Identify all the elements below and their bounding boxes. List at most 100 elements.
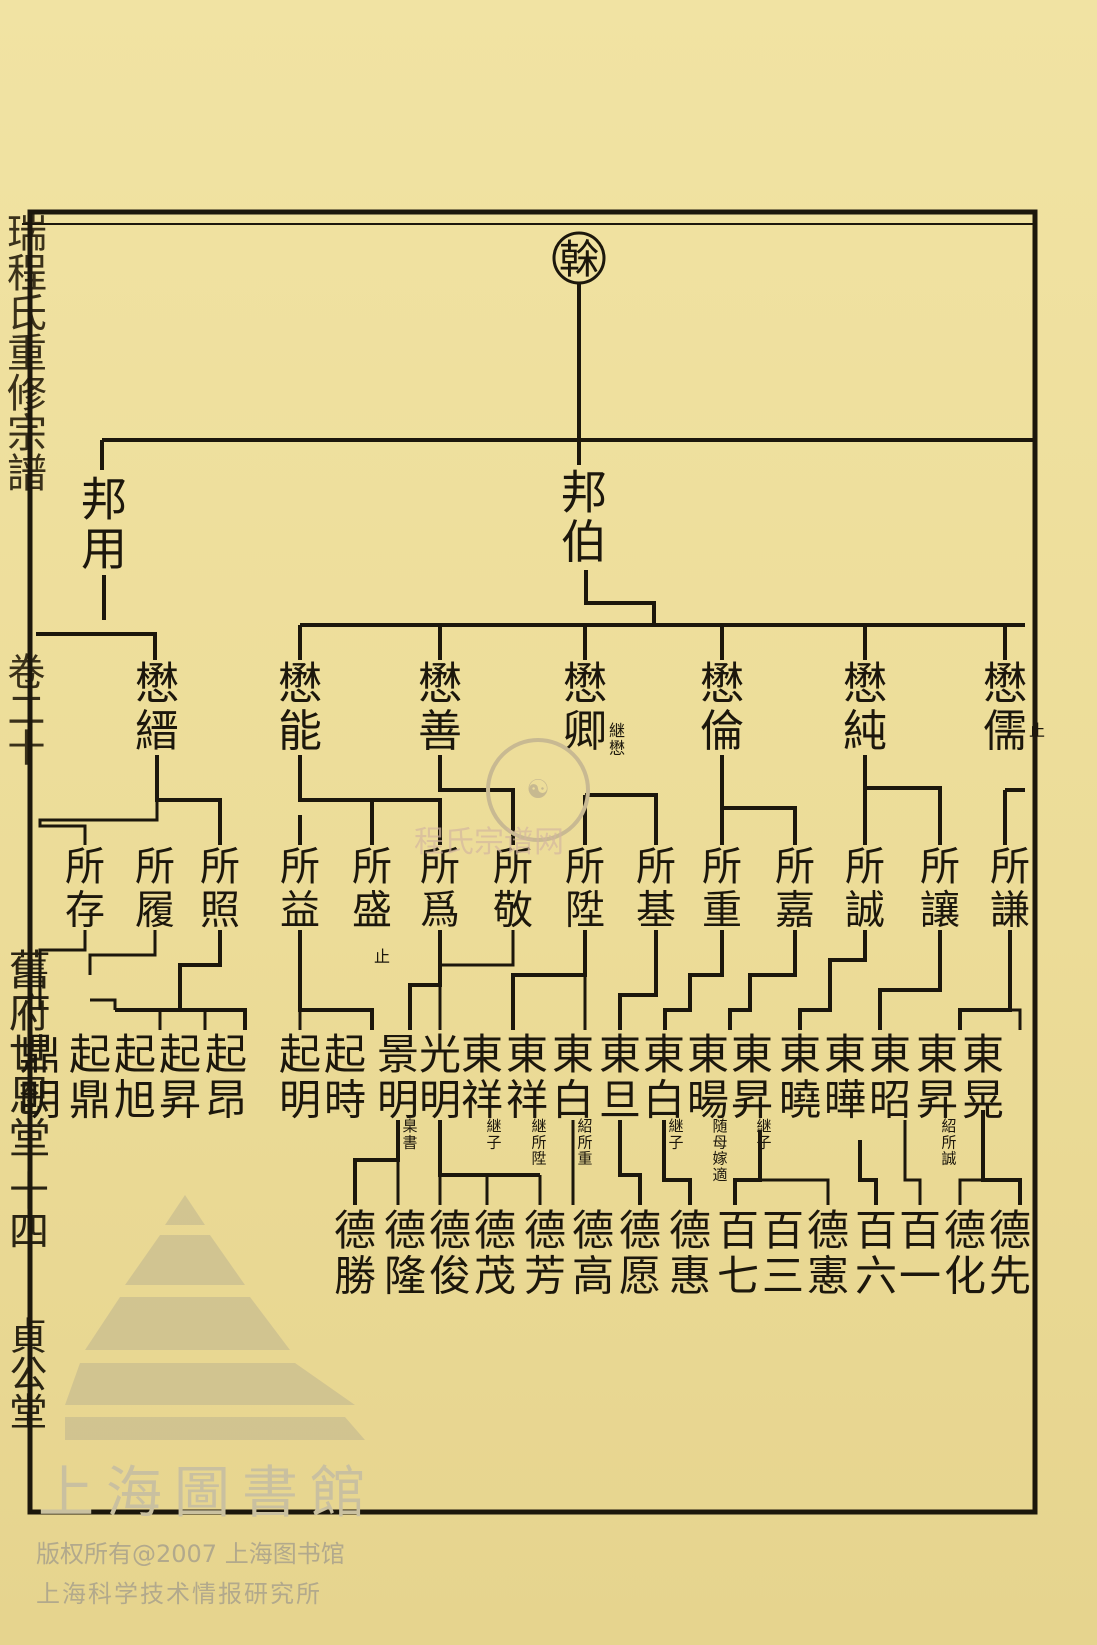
gen5-name: 隆: [384, 1251, 426, 1300]
copyright-text: 版权所有@2007 上海图书馆: [36, 1540, 345, 1568]
gen3-name: 益: [280, 887, 320, 933]
gen5-name: 芳: [524, 1251, 566, 1300]
gen4-name: 白: [643, 1075, 685, 1124]
gen3-name: 所: [636, 844, 676, 890]
gen4-name: 曄: [824, 1075, 866, 1124]
gen3-name: 敬: [493, 887, 533, 933]
gen2-name: 懋: [700, 659, 744, 710]
gen1-name: 伯: [561, 515, 607, 569]
root-circle: [552, 231, 606, 285]
gen4-name: 祥: [506, 1075, 548, 1124]
gen5-name: 化: [944, 1251, 986, 1300]
lineage-line: [618, 1120, 642, 1205]
gen4-name: 東: [824, 1030, 866, 1079]
lineage-line: [981, 1110, 1022, 1205]
gen5-name: 百: [899, 1206, 941, 1255]
gen5-name: 百: [762, 1206, 804, 1255]
gen5-name: 德: [334, 1206, 376, 1255]
lineage-line: [1010, 1008, 1022, 1030]
book-title: 瑞程氏重修宗譜: [0, 212, 46, 492]
gen4-name: 東: [869, 1030, 911, 1079]
gen4-name: 起: [279, 1030, 321, 1079]
institute-text: 上海科学技术情报研究所: [36, 1580, 322, 1608]
annotation-text: 臬: [402, 1117, 417, 1135]
gen4-name: 東: [731, 1030, 773, 1079]
lineage-line: [798, 930, 867, 1030]
gen4-name: 鼎: [19, 1030, 61, 1079]
gen3-name: 所: [135, 844, 175, 890]
gen4-name: 明: [377, 1075, 419, 1124]
gen2-name: 懋: [418, 659, 462, 710]
lineage-line: [408, 930, 442, 1030]
annotation-text: 陞: [531, 1150, 546, 1168]
gen1-name: 邦: [81, 472, 127, 526]
gen3-name: 基: [636, 887, 676, 933]
gen5-name: 德: [669, 1206, 711, 1255]
lineage-line: [958, 930, 1012, 1030]
annotation-text: 適: [712, 1166, 727, 1184]
lineage-line: [353, 1120, 400, 1205]
lineage-line: [903, 1120, 922, 1205]
gen5-name: 德: [474, 1206, 516, 1255]
lineage-line: [863, 755, 942, 845]
gen4-name: 起: [114, 1030, 156, 1079]
gen5-name: 愿: [619, 1251, 661, 1300]
gen3-name: 嘉: [775, 887, 815, 933]
lineage-line: [858, 1140, 878, 1205]
lineage-line: [720, 755, 797, 845]
lineage-line: [372, 798, 442, 845]
annotation-text: 随: [712, 1117, 727, 1135]
gen3-name: 所: [280, 844, 320, 890]
gen4-name: 東: [916, 1030, 958, 1079]
gen3-name: 照: [200, 887, 240, 933]
gen1-name: 用: [81, 522, 127, 576]
seal-text: 程氏宗谱网: [414, 825, 564, 860]
annotation-text: 継: [668, 1117, 683, 1135]
gen5-name: 七: [717, 1251, 759, 1300]
annotation-text: 嫁: [712, 1150, 727, 1168]
gen5-name: 三: [762, 1251, 804, 1300]
gen5-name: 德: [619, 1206, 661, 1255]
gen5-name: 六: [855, 1251, 897, 1300]
gen2-name: 倫: [700, 706, 744, 757]
gen3-name: 所: [775, 844, 815, 890]
gen5-name: 德: [384, 1206, 426, 1255]
lineage-line: [584, 570, 656, 625]
gen5-name: 一: [899, 1251, 941, 1300]
gen4-name: 昇: [731, 1075, 773, 1124]
gen3-name: 所: [352, 844, 392, 890]
gen4-name: 東: [643, 1030, 685, 1079]
lineage-line: [728, 930, 797, 1030]
gen3-name: 重: [702, 887, 742, 933]
lineage-line: [585, 793, 658, 845]
gen2-name: 懋: [843, 659, 887, 710]
lineage-line: [298, 930, 374, 1030]
annotation-text: 所: [577, 1133, 592, 1151]
gen4-name: 東: [962, 1030, 1004, 1079]
gen4-name: 明: [19, 1075, 61, 1124]
gen5-name: 德: [944, 1206, 986, 1255]
lineage-line: [38, 780, 159, 845]
gen5-name: 茂: [474, 1251, 516, 1300]
gen3-name: 履: [135, 887, 175, 933]
gen3-name: 讓: [920, 887, 960, 933]
gen3-name: 所: [702, 844, 742, 890]
lineage-line: [115, 1008, 247, 1030]
root-name: 榦: [559, 237, 599, 283]
annotation-text: 子: [668, 1133, 683, 1151]
lineage-line: [662, 1120, 692, 1205]
gen4-name: 明: [279, 1075, 321, 1124]
gen4-name: 旦: [599, 1075, 641, 1124]
gen5-name: 俊: [429, 1251, 471, 1300]
lineage-line: [36, 632, 157, 660]
lineage-line: [155, 755, 222, 845]
library-name-watermark: 上海圖書館: [38, 1461, 378, 1526]
gen2-name: 懋: [563, 659, 607, 710]
lineage-line: [878, 930, 942, 1030]
gen5-name: 德: [429, 1206, 471, 1255]
lineage-line: [511, 930, 587, 1030]
gen2-name: 能: [278, 706, 322, 757]
gen4-name: 光: [419, 1030, 461, 1079]
